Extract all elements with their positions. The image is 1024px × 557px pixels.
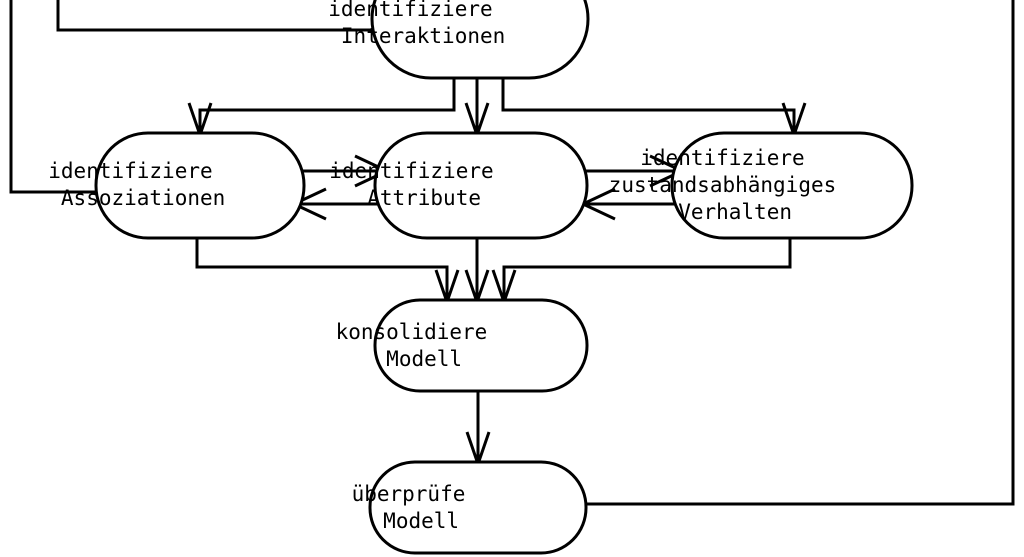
edge-feedback-into-interaktionen-left <box>56 0 392 32</box>
node-layer: identifiziere Interaktionen identifizier… <box>48 0 976 555</box>
node-konsolidiere-shape[interactable] <box>373 298 589 393</box>
node-attribute-line2: Attribute <box>367 186 481 210</box>
node-attribute[interactable]: identifiziere Attribute <box>329 131 632 240</box>
node-konsolidiere-label: konsolidiere Modell <box>336 320 627 371</box>
node-konsolidiere[interactable]: konsolidiere Modell <box>336 298 627 393</box>
edge-verhalten-to-konsolidiere <box>502 237 792 300</box>
node-interaktionen[interactable]: identifiziere Interaktionen <box>328 0 631 80</box>
edge-layer <box>9 0 1015 506</box>
node-interaktionen-shape[interactable] <box>370 0 590 80</box>
node-assoziationen-line1: identifiziere <box>48 159 212 183</box>
node-interaktionen-line1: identifiziere <box>328 0 492 21</box>
edge-interaktionen-to-verhalten <box>501 78 796 133</box>
node-assoziationen-line2: Assoziationen <box>61 186 225 210</box>
node-assoziationen-label: identifiziere Assoziationen <box>48 159 351 210</box>
edge-assoziationen-to-konsolidiere <box>195 237 449 300</box>
node-verhalten-line2: zustandsabhängiges <box>609 173 837 197</box>
node-konsolidiere-line1: konsolidiere <box>336 320 488 344</box>
node-interaktionen-line2: Interaktionen <box>341 24 505 48</box>
node-verhalten-line3: Verhalten <box>678 200 792 224</box>
node-konsolidiere-line2: Modell <box>386 347 462 371</box>
node-verhalten[interactable]: identifiziere zustandsabhängiges Verhalt… <box>609 131 976 240</box>
node-attribute-shape[interactable] <box>373 131 589 240</box>
node-ueberpruefe-label: überprüfe Modell <box>352 482 605 533</box>
node-assoziationen-shape[interactable] <box>94 131 306 240</box>
node-verhalten-line1: identifiziere <box>640 146 804 170</box>
node-ueberpruefe-shape[interactable] <box>368 460 588 555</box>
node-verhalten-label: identifiziere zustandsabhängiges Verhalt… <box>609 146 976 224</box>
node-attribute-line1: identifiziere <box>329 159 493 183</box>
node-verhalten-shape[interactable] <box>670 131 914 240</box>
edge-feedback-into-assoziationen-left <box>9 0 122 194</box>
node-attribute-label: identifiziere Attribute <box>329 159 632 210</box>
node-interaktionen-label: identifiziere Interaktionen <box>328 0 631 48</box>
edge-interaktionen-to-assoziationen <box>198 78 456 133</box>
edge-ueberpruefe-feedback-right <box>586 0 1015 506</box>
node-assoziationen[interactable]: identifiziere Assoziationen <box>48 131 351 240</box>
node-ueberpruefe[interactable]: überprüfe Modell <box>352 460 605 555</box>
node-ueberpruefe-line1: überprüfe <box>352 482 466 506</box>
node-ueberpruefe-line2: Modell <box>383 509 459 533</box>
